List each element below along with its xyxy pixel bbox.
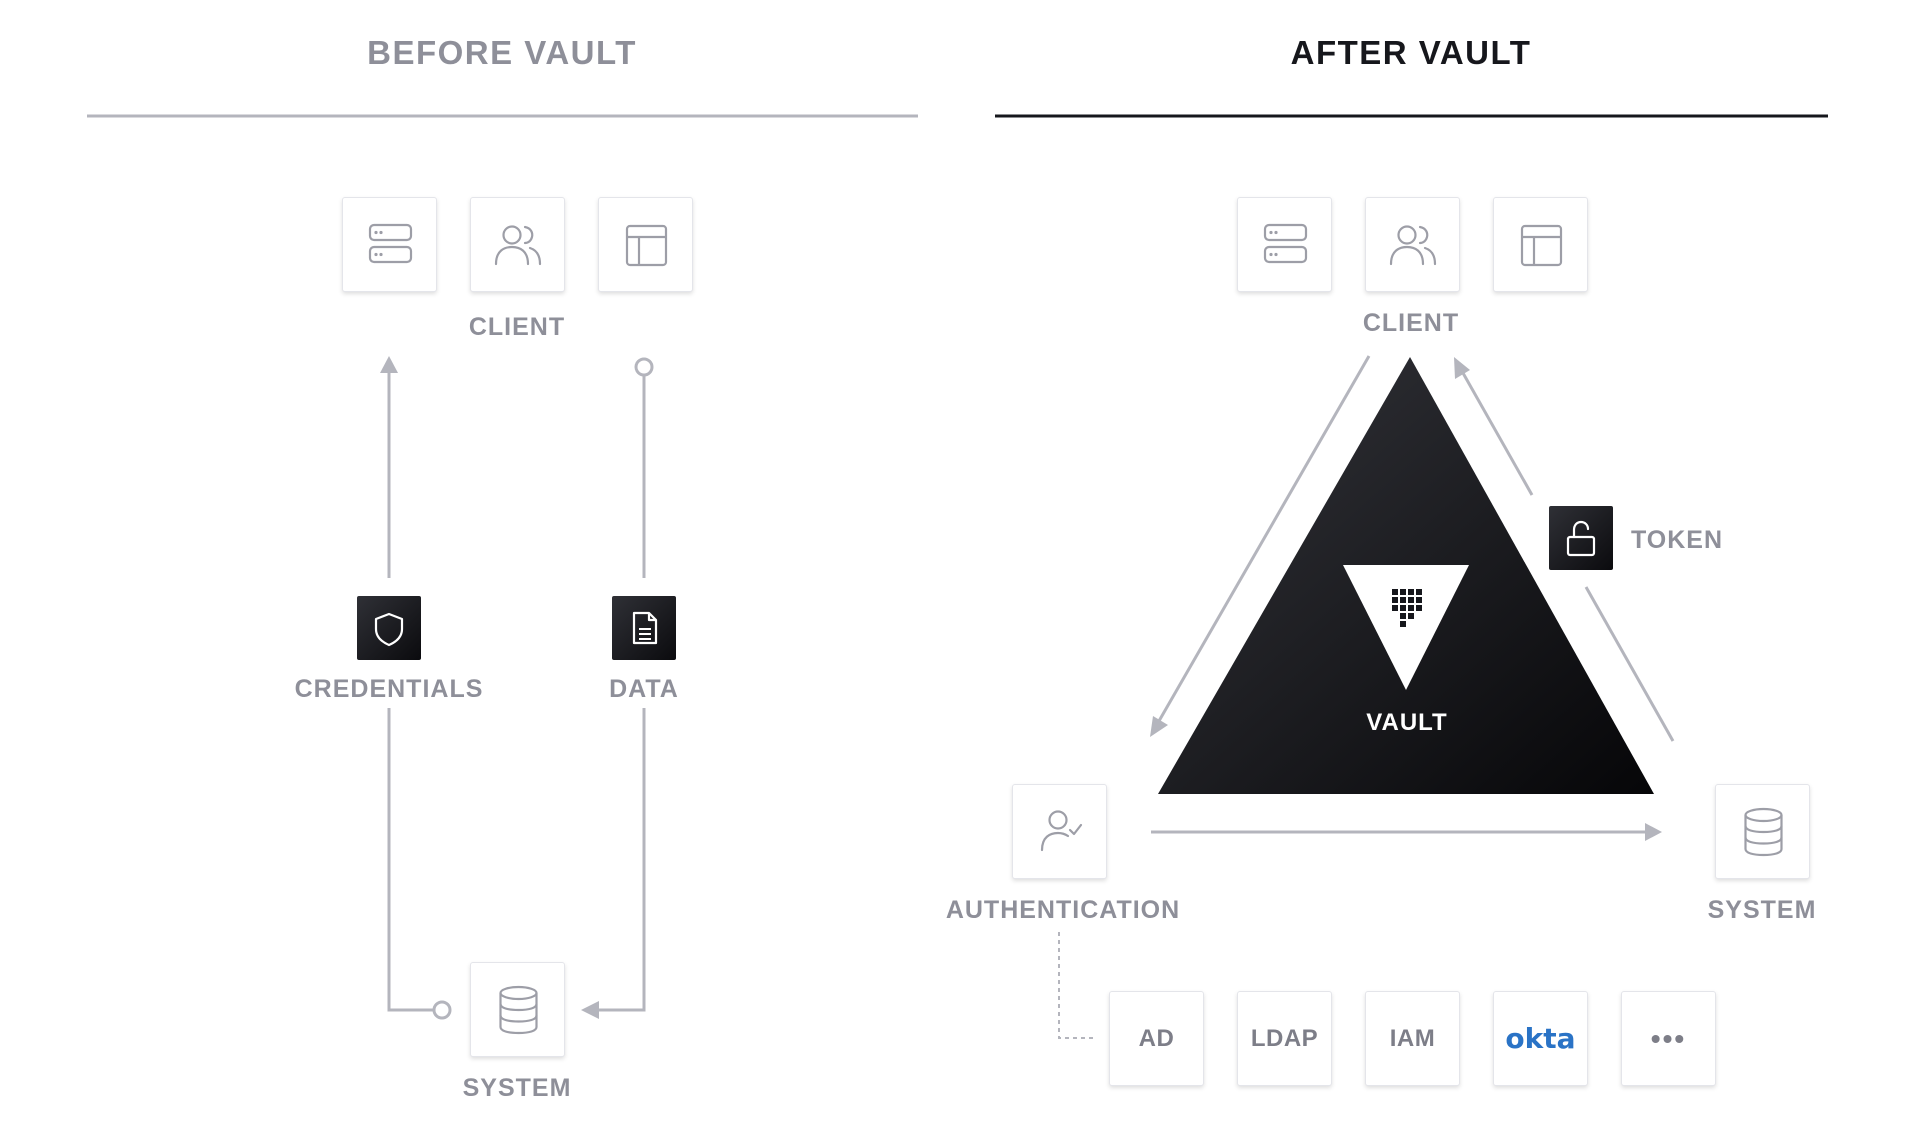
auth-method-label: LDAP — [1250, 1024, 1319, 1052]
auth-method-iam: IAM — [1365, 991, 1460, 1086]
users-icon — [494, 225, 542, 266]
after-client-layout-card — [1493, 197, 1588, 292]
user-check-icon — [1040, 810, 1083, 852]
vault-logo-icon — [1343, 565, 1469, 690]
database-icon — [499, 985, 538, 1035]
after-vault-title: AFTER VAULT — [1290, 34, 1532, 71]
credentials-label: CREDENTIALS — [294, 675, 484, 703]
after-client-users-card — [1365, 197, 1460, 292]
after-client-label: CLIENT — [1362, 309, 1460, 337]
token-badge — [1549, 506, 1613, 570]
auth-method-more: ••• — [1621, 991, 1716, 1086]
data-label: DATA — [609, 675, 679, 703]
auth-method-ad: AD — [1109, 991, 1204, 1086]
credentials-arrowhead — [380, 356, 398, 373]
auth-method-label: AD — [1138, 1024, 1175, 1052]
server-icon — [1263, 223, 1308, 264]
vault-label: VAULT — [1366, 709, 1448, 736]
auth-method-okta: okta — [1493, 991, 1588, 1086]
database-icon — [1744, 807, 1783, 857]
auth-methods-connector — [1058, 932, 1094, 1039]
auth-to-system-arrowhead — [1645, 823, 1662, 841]
credentials-badge — [357, 596, 421, 660]
data-to-system-line — [596, 708, 646, 1012]
token-to-client-arrow — [1461, 372, 1534, 496]
after-system-card — [1715, 784, 1810, 879]
unlock-icon — [1566, 520, 1596, 557]
after-system-label: SYSTEM — [1707, 896, 1817, 924]
credentials-to-system-line — [387, 708, 434, 1012]
server-icon — [368, 223, 413, 264]
data-origin-dot — [634, 357, 654, 377]
token-label: TOKEN — [1630, 526, 1724, 554]
layout-icon — [1520, 224, 1563, 267]
auth-method-label: IAM — [1389, 1024, 1436, 1052]
before-client-layout-card — [598, 197, 693, 292]
credentials-origin-dot — [432, 1000, 452, 1020]
shield-icon — [374, 612, 404, 647]
vault-logo-dots — [1392, 589, 1422, 627]
more-options-icon: ••• — [1650, 1022, 1687, 1054]
layout-icon — [625, 224, 668, 267]
users-icon — [1389, 225, 1437, 266]
before-client-label: CLIENT — [468, 313, 566, 341]
client-to-auth-arrow — [1157, 355, 1371, 722]
authentication-card — [1012, 784, 1107, 879]
client-to-auth-arrowhead — [1150, 716, 1168, 737]
before-vault-title: BEFORE VAULT — [367, 34, 637, 71]
token-to-client-arrowhead — [1454, 357, 1470, 379]
before-client-users-card — [470, 197, 565, 292]
before-system-label: SYSTEM — [462, 1074, 572, 1102]
auth-method-ldap: LDAP — [1237, 991, 1332, 1086]
document-icon — [632, 611, 658, 645]
data-arrowhead — [581, 1001, 599, 1019]
data-badge — [612, 596, 676, 660]
system-to-token-line — [1584, 586, 1675, 742]
before-client-server-card — [342, 197, 437, 292]
before-system-card — [470, 962, 565, 1057]
after-client-server-card — [1237, 197, 1332, 292]
okta-logo: okta — [1505, 1022, 1576, 1055]
authentication-label: AUTHENTICATION — [945, 896, 1181, 924]
